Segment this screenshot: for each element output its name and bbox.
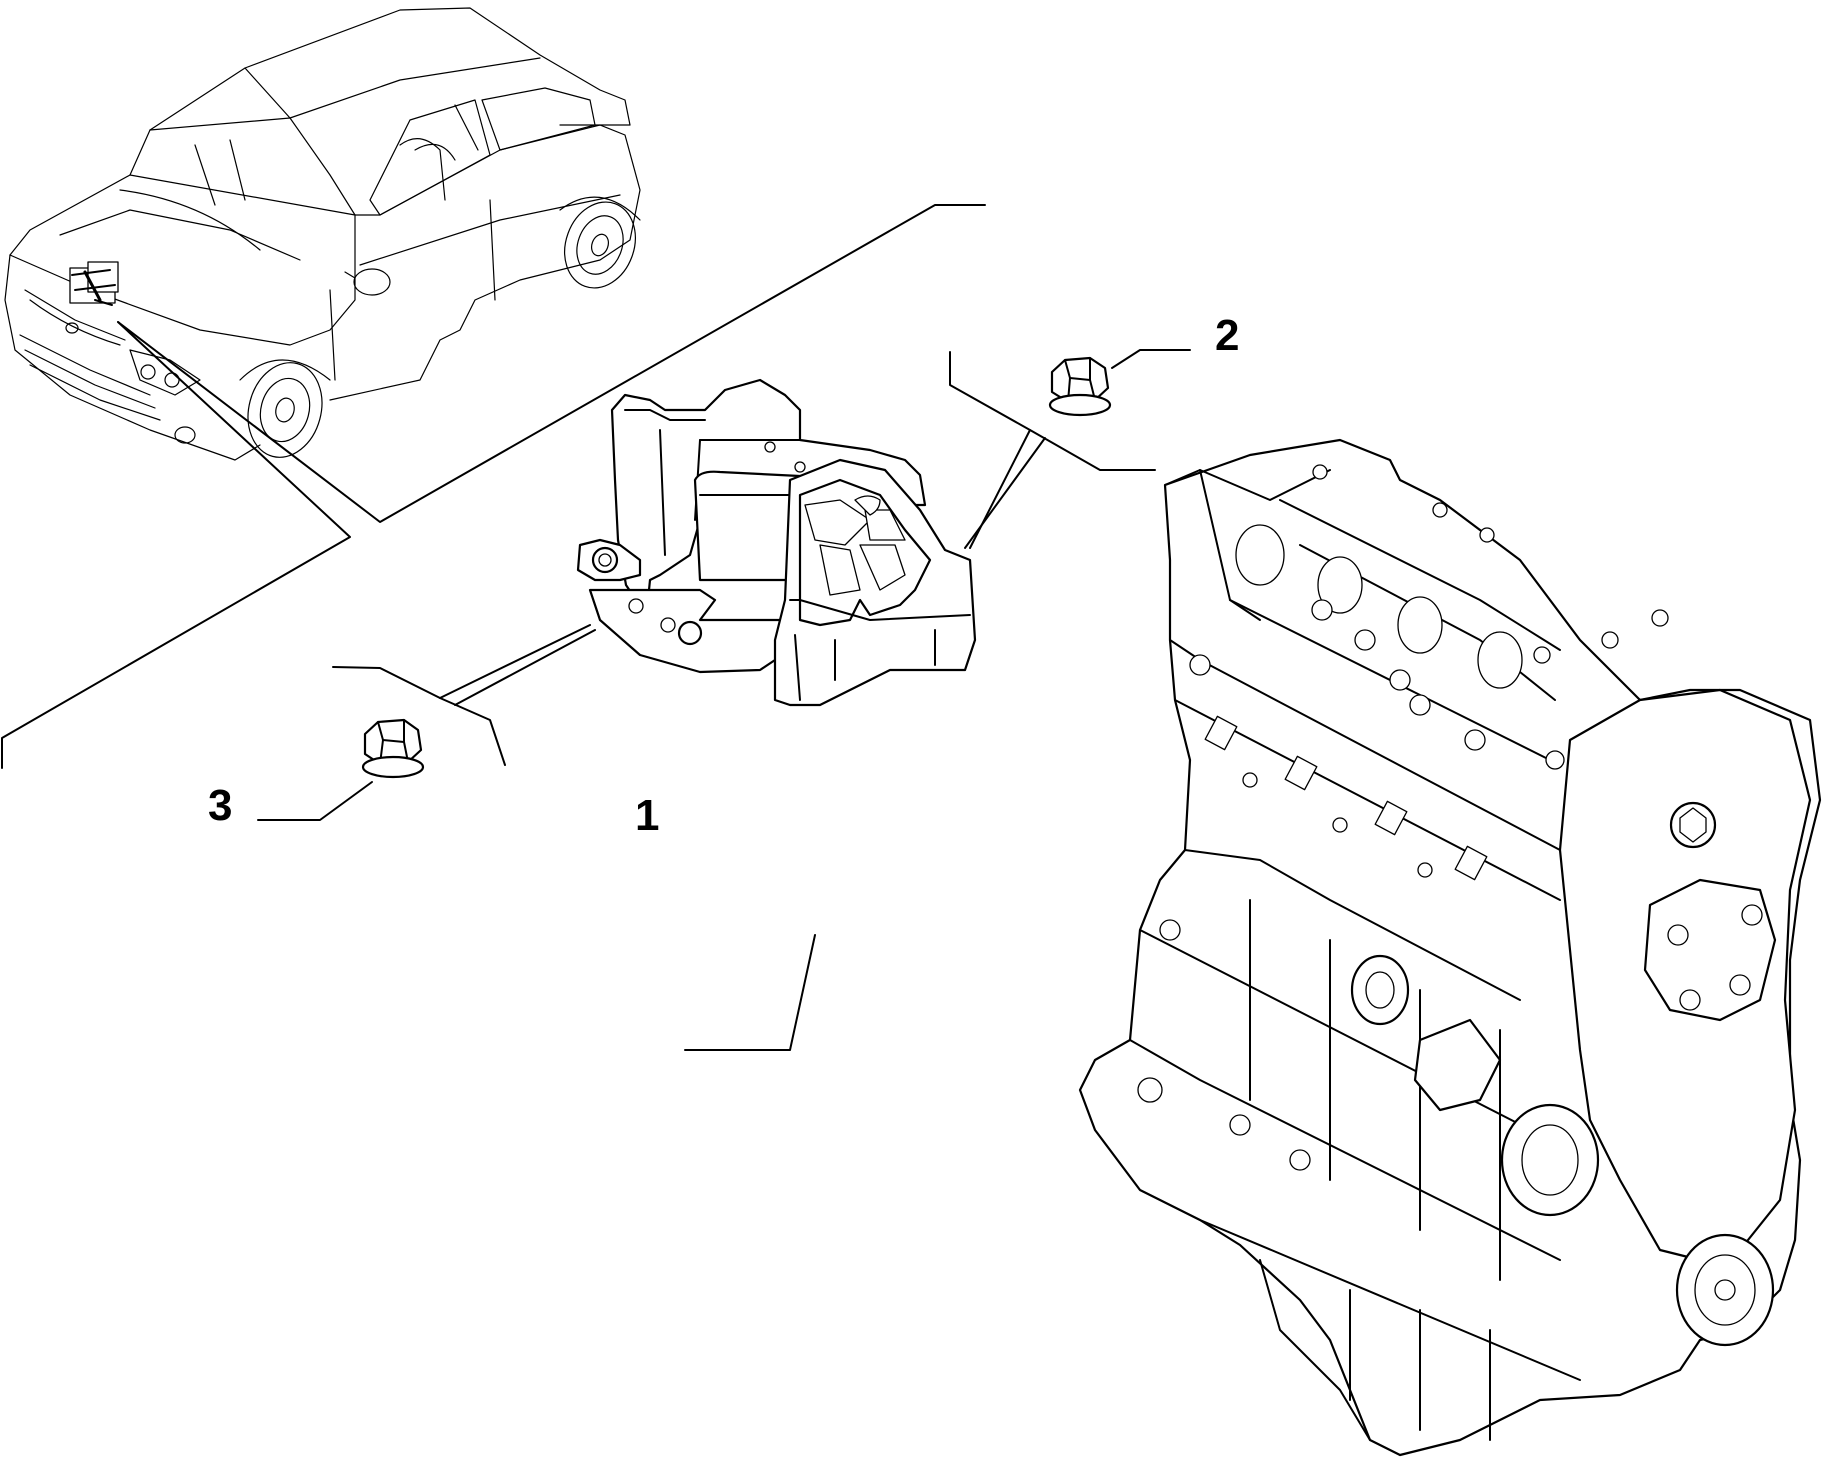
location-leader <box>1 204 986 769</box>
callout-number-1: 1 <box>635 791 659 840</box>
flange-nut-part <box>1048 356 1112 417</box>
callout-leaders <box>257 349 1191 1051</box>
flange-nut-part <box>361 718 425 779</box>
engine-block <box>1078 438 1822 1457</box>
mount-location-marker <box>69 261 119 306</box>
engine-mount-part <box>576 378 977 707</box>
callout-number-3: 3 <box>208 781 232 830</box>
vehicle-location-view <box>4 7 641 461</box>
callout-number-2: 2 <box>1215 311 1239 360</box>
